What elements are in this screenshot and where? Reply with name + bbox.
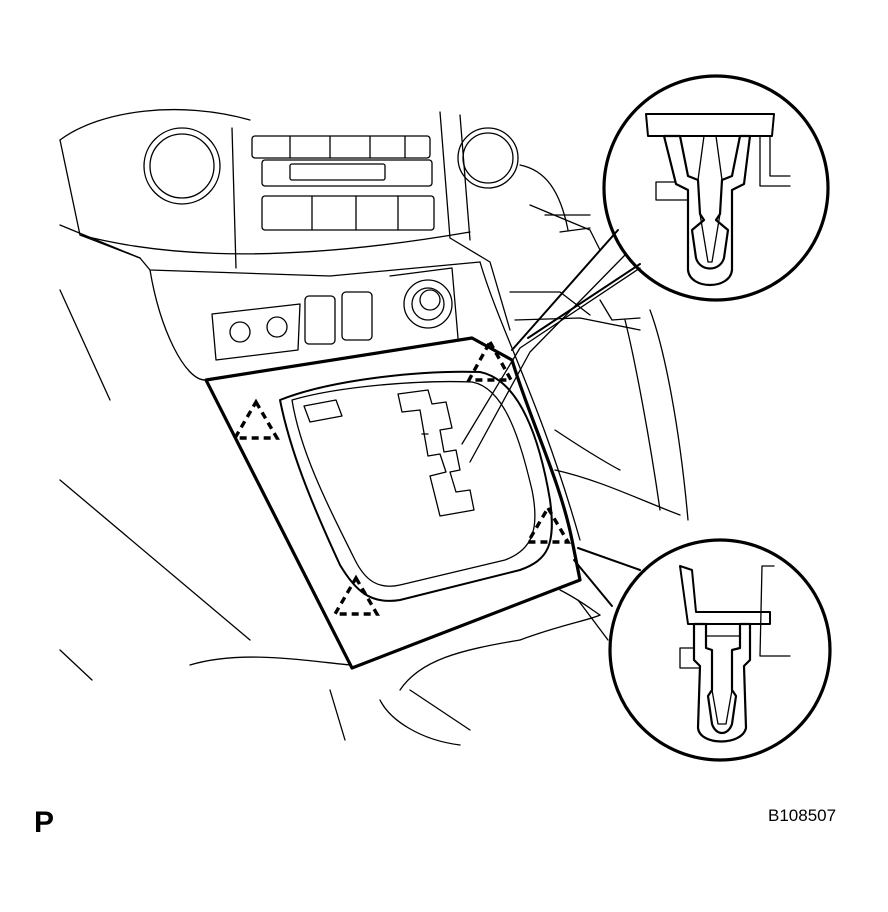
clip-upper [662, 134, 752, 286]
switch-panel [211, 267, 459, 361]
upper-clip-callout [511, 74, 830, 351]
illustration-code: B108507 [768, 806, 837, 825]
lower-clip-callout [573, 538, 832, 762]
clip-lower [692, 622, 752, 743]
center-console [59, 261, 689, 746]
clip-marker-right [525, 504, 571, 544]
shift-lever-bezel [204, 254, 641, 670]
clip-markers [232, 338, 571, 616]
clip-marker-left [232, 398, 280, 440]
clip-marker-upper-right [466, 338, 514, 382]
view-label: P [34, 806, 55, 839]
instrument-panel [59, 108, 641, 331]
clip-marker-lower-left [332, 574, 380, 616]
